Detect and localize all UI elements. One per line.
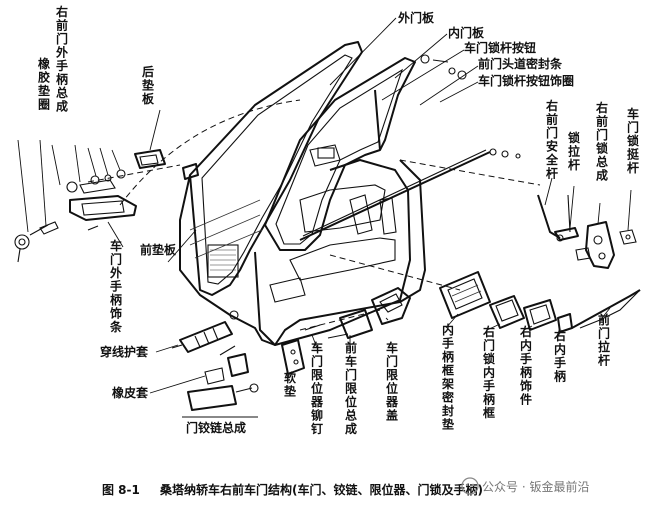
leader-lines [107,17,632,394]
label-inner-handle-seal: 内手柄框架密封垫 [441,322,454,432]
label-limiter-rivet: 车门限位器铆钉 [310,340,324,436]
limiter-hinge-parts [171,287,411,411]
label-outer-handle-assembly: 右前门外手柄总成 [55,4,68,114]
figure-caption: 桑塔纳轿车右前车门结构(车门、铰链、限位器、门锁及手柄) [160,482,483,497]
label-front-pull-rod: 前门拉杆 [598,312,610,368]
label-lock-lever: 车门锁挺杆 [627,106,640,175]
label-hinge-assembly: 门铰链总成 [186,420,246,435]
door-body [179,41,426,346]
label-lock-pull-rod: 锁拉杆 [568,130,580,172]
label-inner-handle: 右内手柄 [553,328,566,384]
vertical-labels: 右前门外手柄总成 橡胶垫圈 后垫板 前垫板 车门外手柄饰条 右前门安全杆 锁拉杆… [38,4,640,436]
front-pull-rod-line [571,289,641,329]
inner-handle-parts [439,271,573,333]
label-limiter-cover: 车门限位器盖 [385,340,399,423]
pads [134,149,199,180]
label-lock-rod-button: 车门锁杆按钮 [464,40,536,55]
outer-handle-parts [14,139,137,263]
label-outer-panel: 外门板 [398,10,435,25]
figure-number: 图 8-1 [102,483,140,497]
label-rubber-pad: 橡胶垫圈 [38,56,51,112]
watermark-text: 公众号 · 钣金最前沿 [482,479,589,494]
label-lock-inner-handle-frame: 右门锁内手柄框 [482,324,495,420]
label-rear-pad: 后垫板 [142,64,155,106]
label-inner-handle-trim: 右内手柄饰件 [519,324,532,407]
label-soft-pad: 软垫 [284,370,296,399]
label-front-pad: 前垫板 [140,242,177,257]
lock-rods [299,54,521,241]
label-wire-sleeve: 穿线护套 [100,344,149,359]
label-rubber-sleeve: 橡皮套 [112,385,149,400]
watermark: 公众号 · 钣金最前沿 [461,477,589,495]
label-limiter-assembly: 前车门限位总成 [345,340,357,436]
label-outer-handle-trim: 车门外手柄饰条 [109,238,123,334]
lock-parts [537,194,641,329]
label-lock-assembly: 右前门锁总成 [595,100,608,183]
wechat-icon [461,477,479,495]
label-inner-panel: 内门板 [448,25,485,40]
label-safety-lever: 右前门安全杆 [545,98,559,181]
label-lock-rod-button-ring: 车门锁杆按钮饰圈 [478,73,574,88]
alignment-lines [87,99,541,331]
label-door-head-seal: 前门头道密封条 [478,56,563,71]
